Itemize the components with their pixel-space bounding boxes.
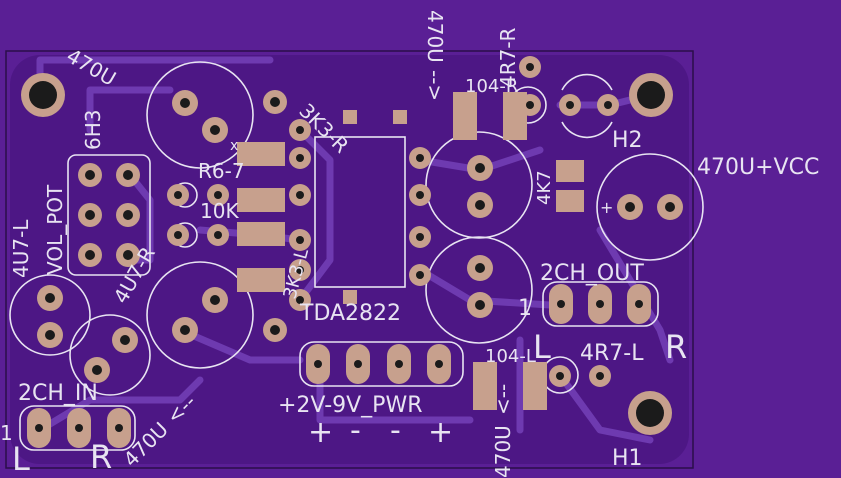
label-r-r6: R6-7 [198, 159, 245, 183]
label-c-470u-top-arrow: --> [423, 70, 447, 101]
label-r-4r7-l: 4R7-L [580, 341, 644, 366]
label-h1: H1 [612, 446, 643, 471]
label-ic-tda2822: TDA2822 [299, 301, 401, 326]
label-jp-2ch-out: 2CH_OUT [540, 261, 644, 286]
label-r-10k: 10K [200, 199, 239, 223]
ic-body-outline [314, 136, 406, 288]
label-l-out: L [533, 328, 551, 366]
through-hole-pads [37, 56, 683, 387]
label-c-4u7-l: 4U7-L [9, 219, 33, 278]
label-c-104-top: 104-R [465, 76, 518, 97]
label-r-4k7: 4K7 [534, 170, 555, 205]
label-c-470u-bottom-arrow: <-- [491, 384, 515, 415]
label-num-1-out: 1 [518, 296, 532, 321]
smd-pads [237, 92, 584, 410]
label-num-1-in: 1 [0, 421, 13, 445]
label-c-470u-top: 470U [423, 10, 447, 63]
label-jp-pwr: +2V-9V_PWR [278, 393, 422, 418]
label-h2: H2 [612, 128, 643, 153]
label-pwr-minus-2: - [390, 413, 401, 448]
label-c-470u-vcc: 470U+VCC [697, 155, 819, 180]
label-r-in: R [90, 438, 112, 476]
label-r-4r7-top: 4R7-R [496, 27, 520, 88]
label-x-mark: x [230, 138, 238, 154]
label-c-470u-bottom: 470U [491, 425, 515, 478]
label-pwr-plus-1: + [308, 415, 333, 450]
mount-hole-h1-drill [636, 399, 664, 427]
label-pwr-plus-2: + [428, 415, 453, 450]
mount-hole-tl-drill [29, 81, 57, 109]
label-r-out: R [665, 328, 687, 366]
label-pwr-minus-1: - [350, 413, 361, 448]
label-plus-mark: + [600, 198, 613, 217]
label-l-in: L [12, 440, 30, 478]
label-jp-6h3: 6H3 [81, 110, 105, 151]
board-outline [5, 50, 694, 469]
label-vol-pot: VOL_POT [43, 184, 67, 275]
mount-hole-h2-drill [637, 81, 665, 109]
label-c-104-l: 104-L [485, 346, 536, 367]
connector-outlines [19, 154, 659, 451]
mounting-holes [21, 73, 673, 435]
header-pins [27, 284, 651, 448]
label-jp-2ch-in: 2CH_IN [18, 381, 98, 406]
